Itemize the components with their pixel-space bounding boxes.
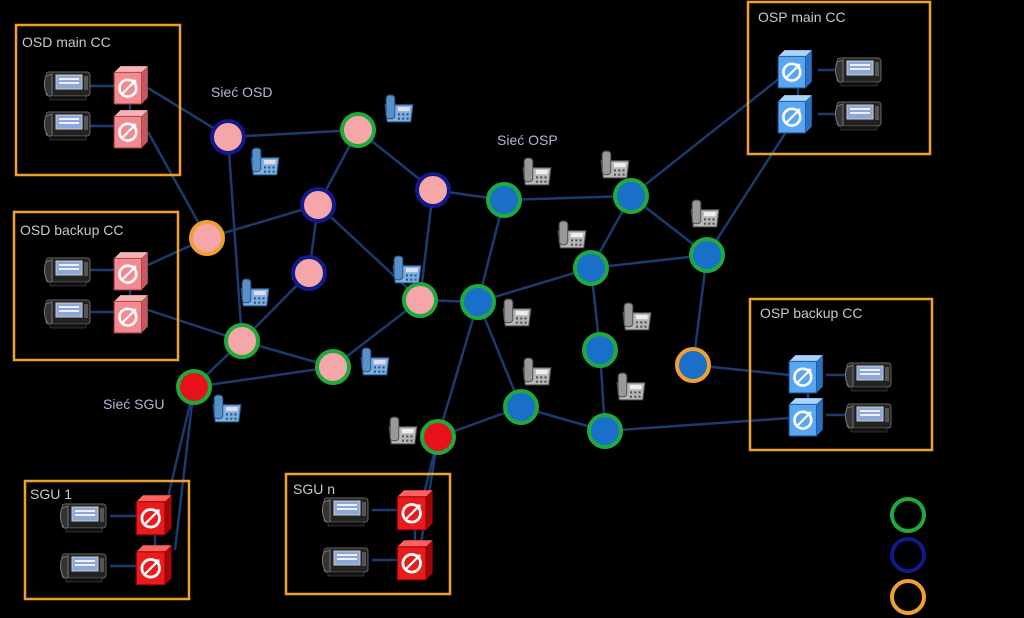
desk-phone-icon (250, 147, 280, 176)
desk-phone-icon (502, 298, 532, 327)
osd-router-node (415, 172, 451, 208)
osd-backup-cc-label: OSD backup CC (20, 222, 123, 238)
desk-phone-icon (360, 347, 390, 376)
sgu-1-label: SGU 1 (30, 486, 72, 502)
osd-main-cc-box: OSD main CC (14, 23, 182, 177)
osd-router-node (189, 220, 225, 256)
sgu-n-box: SGU n (284, 472, 452, 596)
ip-phone-icon (60, 553, 107, 583)
call-controller-server-icon (776, 93, 814, 135)
ip-phone-icon (322, 497, 369, 527)
osd-router-node (210, 119, 246, 155)
osp-nodes (460, 178, 725, 449)
desk-phone-icon (600, 150, 630, 179)
ip-phone-icon (60, 503, 107, 533)
sgu-router-node (420, 419, 456, 455)
desk-phone-icon (622, 302, 652, 331)
call-controller-server-icon (396, 488, 434, 532)
desk-phone-icon (522, 357, 552, 386)
desk-phone-icon (392, 255, 422, 284)
ip-phone-icon (44, 71, 91, 101)
desk-phone-icon (240, 278, 270, 307)
osd-backup-cc-box: OSD backup CC (12, 210, 180, 362)
legend-orange-ring (890, 579, 926, 615)
osp-backup-cc-label: OSP backup CC (760, 305, 862, 321)
sgu-network-label: Sieć SGU (103, 396, 164, 412)
call-controller-server-icon (135, 543, 173, 587)
legend (890, 497, 926, 615)
osp-router-node (486, 182, 522, 218)
ip-phone-icon (44, 257, 91, 287)
ip-phone-icon (835, 57, 882, 87)
osd-router-node (291, 255, 327, 291)
phones (212, 94, 720, 445)
osp-router-node (582, 332, 618, 368)
links (90, 68, 848, 568)
sgu-router-node (176, 369, 212, 405)
osd-nodes (189, 112, 451, 385)
call-controller-server-icon (112, 108, 150, 150)
call-controller-server-icon (112, 293, 150, 335)
osd-main-cc-label: OSD main CC (22, 34, 111, 50)
osp-router-node (503, 389, 539, 425)
osp-router-node (675, 347, 711, 383)
call-controller-server-icon (787, 353, 825, 395)
ip-phone-icon (44, 299, 91, 329)
osd-network-label: Sieć OSD (211, 84, 272, 100)
ip-phone-icon (44, 111, 91, 141)
call-controller-server-icon (135, 493, 173, 537)
osp-network-label: Sieć OSP (497, 132, 558, 148)
desk-phone-icon (690, 199, 720, 228)
sgu-nodes (176, 369, 456, 455)
legend-green-ring (890, 497, 926, 533)
osd-router-node (315, 349, 351, 385)
osp-router-node (613, 178, 649, 214)
osd-router-node (300, 187, 336, 223)
osp-backup-cc-box: OSP backup CC (748, 297, 934, 452)
osp-router-node (460, 284, 496, 320)
osp-router-node (587, 413, 623, 449)
osp-router-node (689, 237, 725, 273)
desk-phone-icon (388, 416, 418, 445)
call-controller-server-icon (396, 538, 434, 582)
call-controller-server-icon (112, 64, 150, 106)
call-controller-server-icon (776, 48, 814, 90)
osp-main-cc-label: OSP main CC (758, 9, 846, 25)
desk-phone-icon (384, 94, 414, 123)
desk-phone-icon (616, 372, 646, 401)
osp-main-cc-box: OSP main CC (746, 0, 932, 156)
desk-phone-icon (212, 394, 242, 423)
sgu-1-box: SGU 1 (23, 479, 191, 601)
ip-phone-icon (845, 403, 892, 433)
osp-router-node (573, 250, 609, 286)
legend-blue-ring (890, 537, 926, 573)
ip-phone-icon (835, 101, 882, 131)
call-controller-server-icon (787, 396, 825, 438)
osd-router-node (224, 323, 260, 359)
osd-router-node (340, 112, 376, 148)
osd-router-node (402, 282, 438, 318)
call-controller-server-icon (112, 250, 150, 292)
desk-phone-icon (557, 220, 587, 249)
desk-phone-icon (522, 157, 552, 186)
ip-phone-icon (845, 362, 892, 392)
ip-phone-icon (322, 547, 369, 577)
sgu-n-label: SGU n (293, 481, 335, 497)
